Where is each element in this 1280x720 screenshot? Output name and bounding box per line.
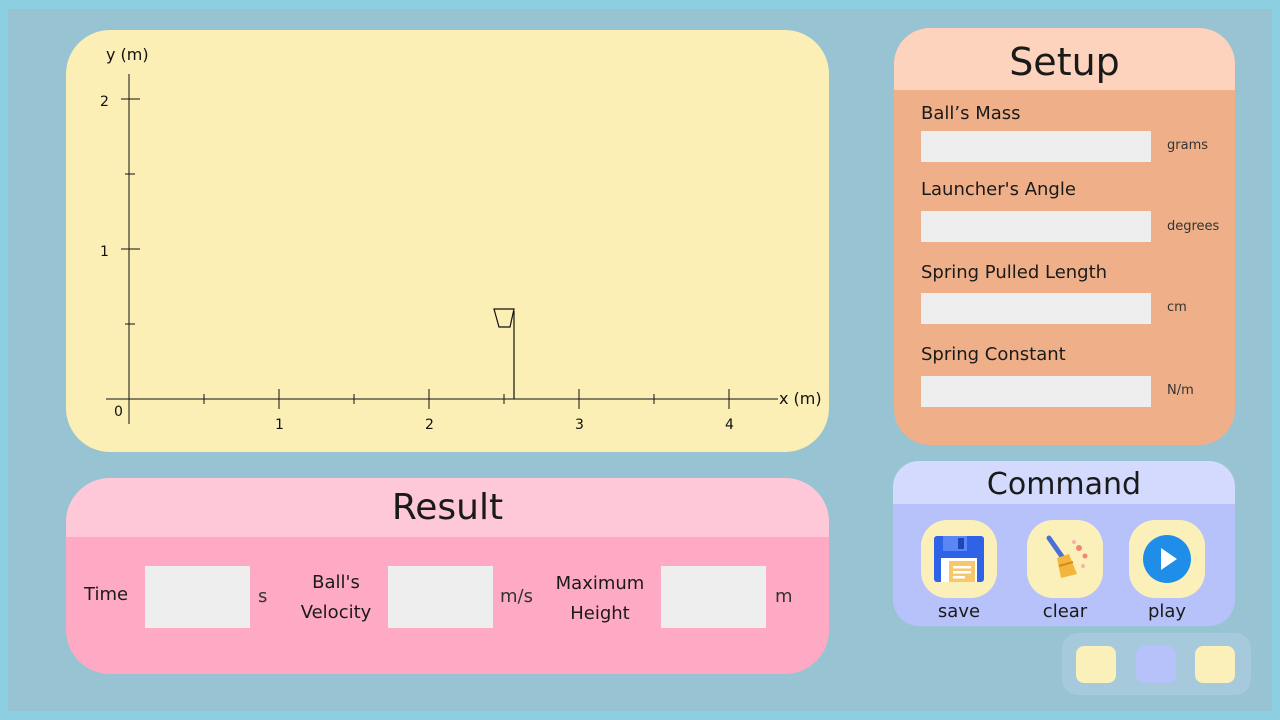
play-button[interactable] [1129,520,1205,598]
command-title: Command [986,467,1142,502]
x-tick-label: 3 [575,417,584,433]
floppy-disk-icon [934,536,984,582]
max-height-unit: m [775,586,793,607]
max-height-label-line2: Height [570,603,630,624]
velocity-unit: m/s [500,586,533,607]
x-tick-label: 4 [725,417,734,433]
launcher-angle-unit: degrees [1167,219,1220,234]
result-title: Result [391,487,504,528]
mini-button-2[interactable] [1136,646,1176,683]
launcher-cup-icon [493,308,515,399]
setup-panel: Setup Ball’s Mass grams Launcher's Angle… [894,28,1235,445]
result-panel: Result Time s Ball's Velocity m/s Maximu… [66,478,829,674]
setup-title: Setup [1009,40,1120,84]
launcher-angle-input[interactable] [921,211,1151,242]
ball-mass-input[interactable] [921,131,1151,162]
spring-length-label: Spring Pulled Length [921,262,1108,283]
ball-mass-label: Ball’s Mass [921,103,1021,124]
mini-button-tray [1062,633,1251,695]
spring-length-unit: cm [1167,300,1187,315]
x-axis-label: x (m) [779,389,822,408]
x-tick-label: 1 [275,417,284,433]
velocity-label-line2: Velocity [300,602,372,623]
velocity-label: Ball's Velocity [291,568,381,628]
y-tick-label: 2 [100,94,109,110]
time-output[interactable] [145,566,250,628]
clear-button[interactable] [1027,520,1103,598]
spring-constant-input[interactable] [921,376,1151,407]
launcher-angle-label: Launcher's Angle [921,179,1076,200]
trajectory-graph: y (m) x (m) 0 2 1 1 2 3 4 [100,45,822,433]
max-height-label-line1: Maximum [555,573,645,594]
spring-constant-label: Spring Constant [921,344,1066,365]
spring-constant-unit: N/m [1167,383,1194,398]
x-tick-label: 2 [425,417,434,433]
time-label: Time [84,584,129,605]
mini-button-1[interactable] [1076,646,1116,683]
ball-mass-unit: grams [1167,138,1208,153]
y-axis-label: y (m) [106,45,149,64]
max-height-output[interactable] [661,566,766,628]
command-header: Command [893,461,1235,504]
result-header: Result [66,478,829,537]
time-unit: s [258,586,268,607]
app-stage: y (m) x (m) 0 2 1 1 2 3 4 Result Time s … [8,9,1272,711]
clear-button-label: clear [1042,601,1088,622]
save-button-label: save [937,601,981,622]
spring-length-input[interactable] [921,293,1151,324]
play-button-label: play [1147,601,1187,622]
broom-icon [1046,535,1088,578]
setup-header: Setup [894,28,1235,90]
origin-label: 0 [114,404,123,420]
trajectory-graph-panel: y (m) x (m) 0 2 1 1 2 3 4 [66,30,829,452]
velocity-output[interactable] [388,566,493,628]
y-tick-label: 1 [100,244,109,260]
save-button[interactable] [921,520,997,598]
command-panel: Command save [893,461,1235,626]
mini-button-3[interactable] [1195,646,1235,683]
velocity-label-line1: Ball's [312,572,360,593]
max-height-label: Maximum Height [546,569,654,629]
play-icon [1143,535,1191,583]
